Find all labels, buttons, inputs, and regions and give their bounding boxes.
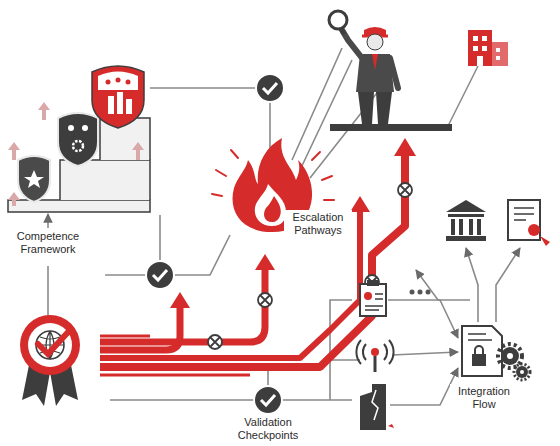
integration-document — [462, 326, 530, 380]
government-icon — [446, 200, 486, 241]
competence-stairs — [8, 66, 150, 212]
inspector-figure — [329, 11, 452, 131]
building-icon — [468, 30, 508, 66]
caption-label: Escalation Pathways — [284, 210, 352, 238]
arrowhead — [170, 138, 416, 308]
valve-icon — [208, 183, 412, 349]
certificate-icon — [508, 200, 550, 246]
sensor-icon — [356, 340, 393, 372]
report-icon — [360, 280, 386, 316]
certification-badge — [20, 315, 80, 406]
caption-label: Integration Flow — [450, 384, 518, 412]
escalation-pipe — [100, 154, 405, 375]
caption-label: Competence Framework — [6, 229, 90, 257]
caption-label: Validation Checkpoints — [225, 415, 311, 443]
wire — [48, 48, 520, 405]
damaged-building-icon — [360, 384, 394, 430]
